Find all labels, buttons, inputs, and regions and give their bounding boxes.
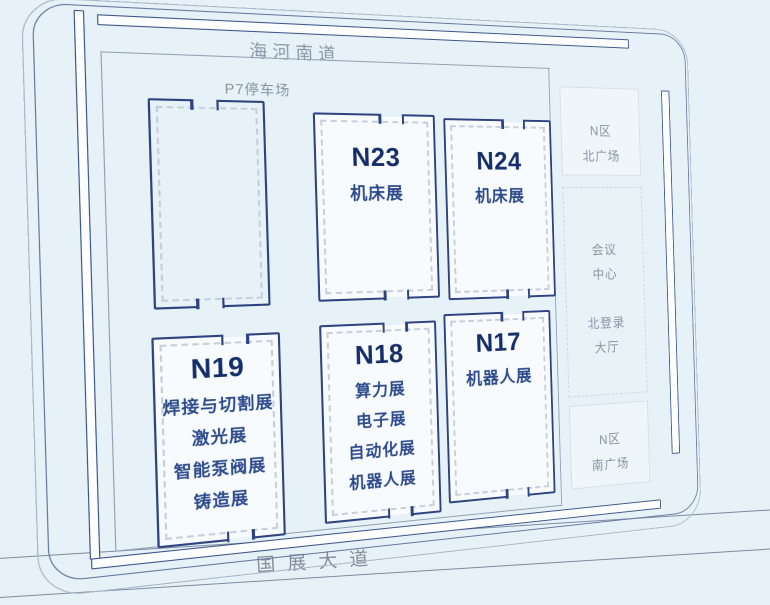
door-gap-icon [501, 118, 524, 123]
south-plaza: N区 南广场 [568, 400, 651, 490]
inner-dashed-wall [155, 105, 263, 302]
exhibition-label: 机床展 [474, 186, 525, 206]
north-registration-hall-label: 大厅 [594, 339, 620, 356]
exhibition-label: 机床展 [349, 184, 404, 204]
parking-p7-label: P7停车场 [224, 81, 291, 99]
hall-n23-exhibitions: 机床展 [317, 179, 436, 210]
hall-n24-exhibitions: 机床展 [447, 182, 552, 212]
door-gap-icon [221, 333, 248, 338]
south-plaza-label: 南广场 [591, 455, 630, 474]
hall-n17-exhibitions: 机器人展 [447, 361, 551, 396]
north-plaza: N区 北广场 [559, 86, 642, 176]
door-gap-icon [379, 113, 404, 117]
hall-n19-id: N19 [190, 350, 245, 385]
hall-n17: N17 机器人展 [443, 309, 556, 504]
hall-n19-exhibitions: 焊接与切割展 激光展 智能泵阀展 铸造展 [155, 387, 283, 523]
venue-plan: 海河南道 P7停车场 N23 机床展 N24 [20, 0, 702, 599]
hall-n18-id: N18 [354, 337, 405, 371]
conference-center-label: 中心 [592, 267, 618, 282]
door-gap-icon [501, 310, 524, 315]
north-plaza-label: 北广场 [582, 149, 621, 164]
hall-n18: N18 算力展 电子展 自动化展 机器人展 [319, 320, 442, 524]
door-gap-icon [383, 321, 407, 326]
hall-n17-id: N17 [475, 326, 522, 358]
conference-center: 会议 中心 北登录 大厅 [562, 186, 648, 398]
hall-n24: N24 机床展 [443, 118, 556, 301]
exhibition-label: 机器人展 [465, 366, 533, 389]
conference-center-label: 会议 [591, 242, 617, 258]
parking-lot-p7 [147, 98, 271, 310]
hall-n24-id: N24 [475, 146, 522, 176]
door-gap-icon [191, 98, 218, 103]
hall-n23: N23 机床展 [312, 112, 441, 302]
north-plaza-label: N区 [589, 123, 612, 139]
hall-n23-id: N23 [351, 141, 401, 173]
hall-n18-exhibitions: 算力展 电子展 自动化展 机器人展 [323, 373, 439, 502]
hall-n19: N19 焊接与切割展 激光展 智能泵阀展 铸造展 [151, 332, 286, 549]
